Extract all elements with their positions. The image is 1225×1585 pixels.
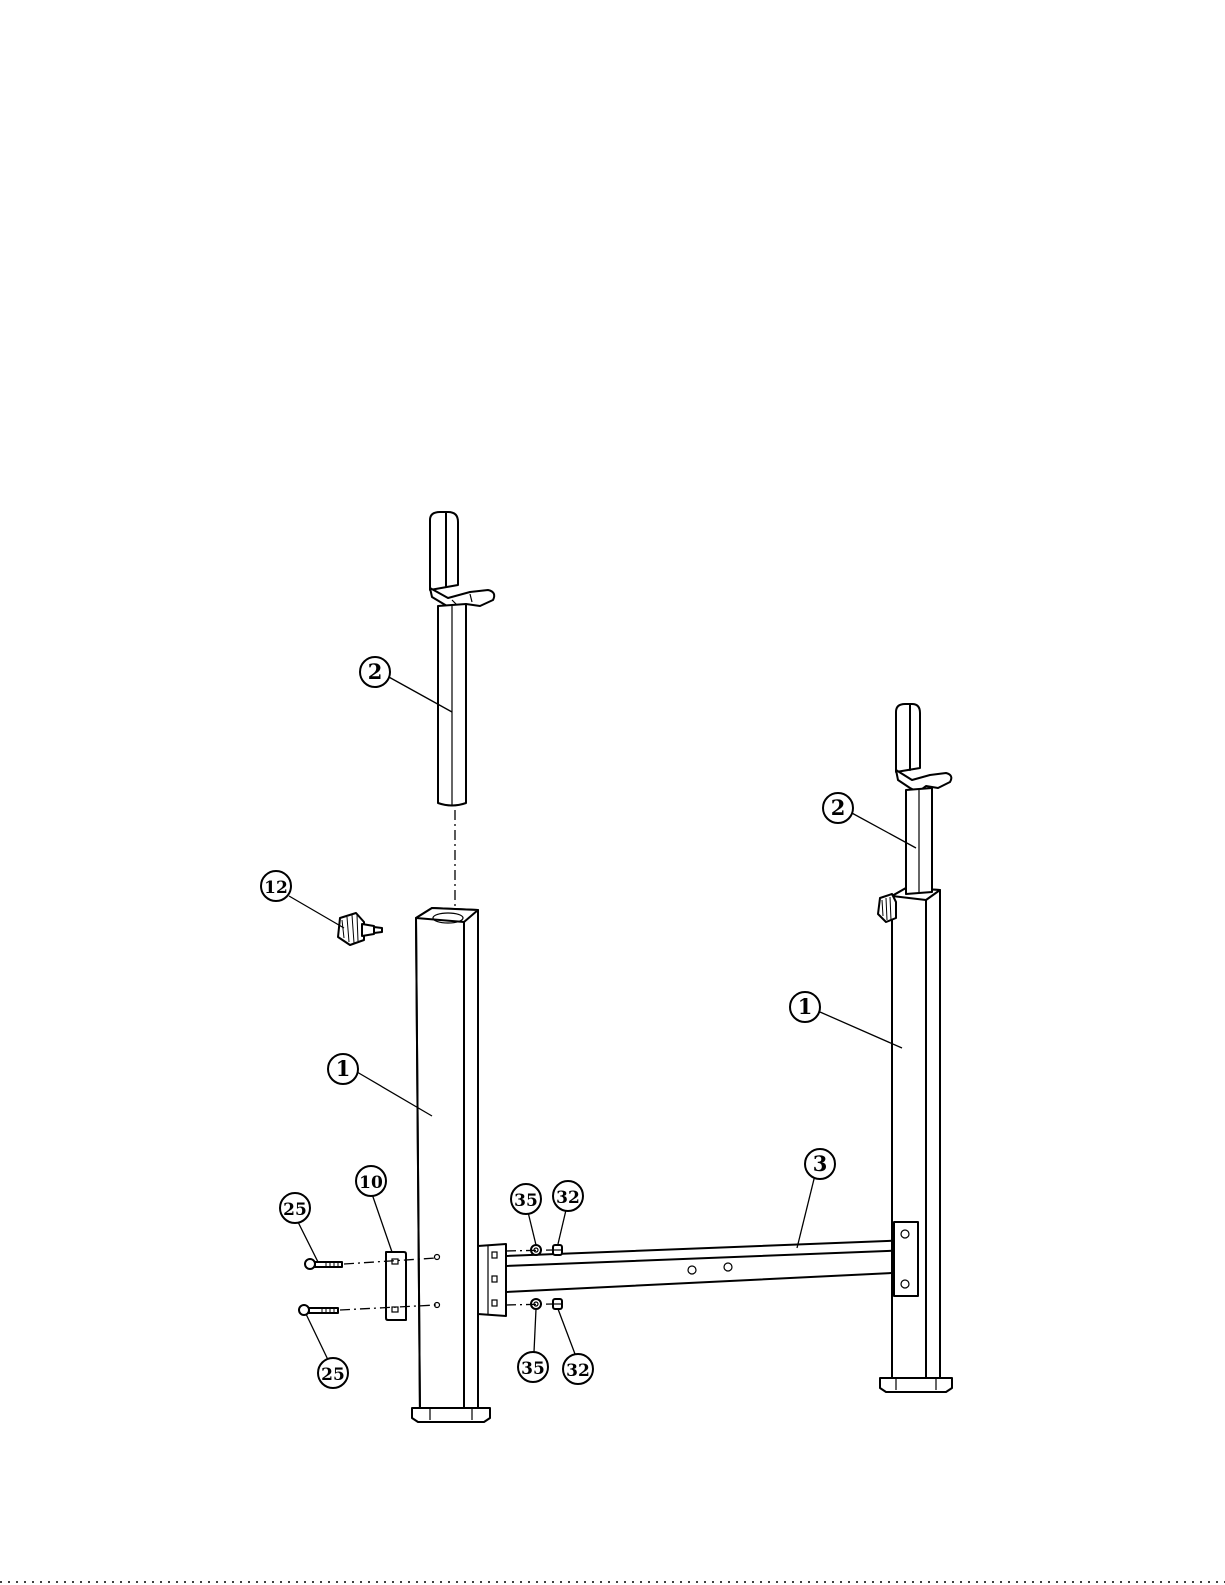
callout-nut-upper: 32 bbox=[553, 1181, 583, 1211]
bracket-plate bbox=[386, 1252, 406, 1320]
callout-nut-lower: 32 bbox=[563, 1354, 593, 1384]
svg-text:12: 12 bbox=[264, 878, 288, 898]
svg-text:1: 1 bbox=[336, 1056, 351, 1081]
svg-text:32: 32 bbox=[566, 1361, 590, 1381]
crossbar bbox=[478, 1240, 912, 1316]
washer-line-upper bbox=[506, 1250, 553, 1251]
svg-text:2: 2 bbox=[831, 795, 846, 820]
callout-bolt-upper: 25 bbox=[280, 1193, 310, 1223]
bolt-lower bbox=[299, 1305, 338, 1315]
nut-lower bbox=[553, 1299, 562, 1309]
svg-text:25: 25 bbox=[283, 1200, 307, 1220]
svg-text:32: 32 bbox=[556, 1188, 580, 1208]
svg-text:25: 25 bbox=[321, 1365, 345, 1385]
svg-text:1: 1 bbox=[798, 994, 813, 1019]
callout-bolt-lower: 25 bbox=[318, 1358, 348, 1388]
callout-upright-right: 1 bbox=[790, 992, 820, 1022]
support-post-right bbox=[896, 704, 951, 894]
svg-text:3: 3 bbox=[813, 1151, 828, 1176]
svg-text:35: 35 bbox=[521, 1359, 545, 1379]
svg-text:2: 2 bbox=[368, 659, 383, 684]
callout-knob: 12 bbox=[261, 871, 291, 901]
callout-crossbar: 3 bbox=[805, 1149, 835, 1179]
support-post-left bbox=[430, 512, 494, 806]
svg-text:10: 10 bbox=[359, 1173, 383, 1193]
washer-line-lower bbox=[506, 1304, 553, 1305]
callout-bracket-plate: 10 bbox=[356, 1166, 386, 1196]
callout-upright-left: 1 bbox=[328, 1054, 358, 1084]
svg-text:35: 35 bbox=[514, 1191, 538, 1211]
upright-left bbox=[412, 908, 490, 1422]
nut-upper bbox=[553, 1245, 562, 1255]
callout-washer-lower: 35 bbox=[518, 1352, 548, 1382]
callout-support-post-left: 2 bbox=[360, 657, 390, 687]
bolt-upper bbox=[305, 1259, 342, 1269]
upright-right bbox=[878, 888, 952, 1392]
knob bbox=[338, 913, 382, 945]
callout-washer-upper: 35 bbox=[511, 1184, 541, 1214]
callout-support-post-right: 2 bbox=[823, 793, 853, 823]
